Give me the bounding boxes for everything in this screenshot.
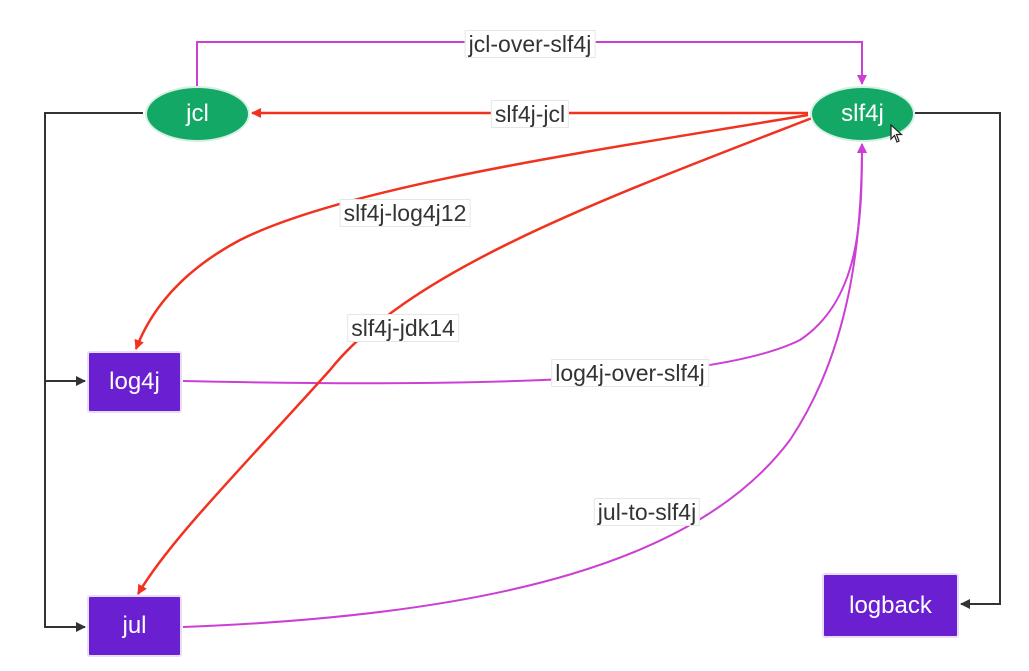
node-log4j-label: log4j (109, 368, 160, 395)
node-jcl-label: jcl (186, 100, 209, 127)
edge-label-slf4j-log4j12: slf4j-log4j12 (339, 199, 471, 227)
node-jul-label: jul (122, 612, 147, 639)
pointer-arrow-icon (890, 124, 904, 143)
node-log4j: log4j (87, 351, 182, 413)
node-logback-label: logback (849, 591, 932, 619)
node-jul: jul (87, 595, 182, 657)
edge-label-log4j-over-slf4j: log4j-over-slf4j (551, 359, 709, 387)
edge-jcl-to-jul (44, 381, 86, 632)
node-jcl: jcl (145, 86, 250, 142)
edge-log4j-over-slf4j (182, 143, 867, 385)
edge-slf4j-log4j12 (134, 113, 809, 350)
edge-jul-to-slf4j (182, 143, 867, 628)
edge-slf4j-jdk14 (136, 116, 813, 595)
node-logback: logback (822, 573, 959, 638)
edge-label-jul-to-slf4j: jul-to-slf4j (593, 498, 701, 526)
edge-slf4j-to-logback (915, 112, 1001, 609)
edge-label-slf4j-jdk14: slf4j-jdk14 (347, 314, 459, 342)
edge-jcl-to-log4j (44, 112, 143, 386)
node-slf4j-label: slf4j (841, 100, 884, 127)
edge-label-slf4j-jcl: slf4j-jcl (490, 100, 570, 128)
edge-label-jcl-over-slf4j: jcl-over-slf4j (464, 30, 596, 58)
